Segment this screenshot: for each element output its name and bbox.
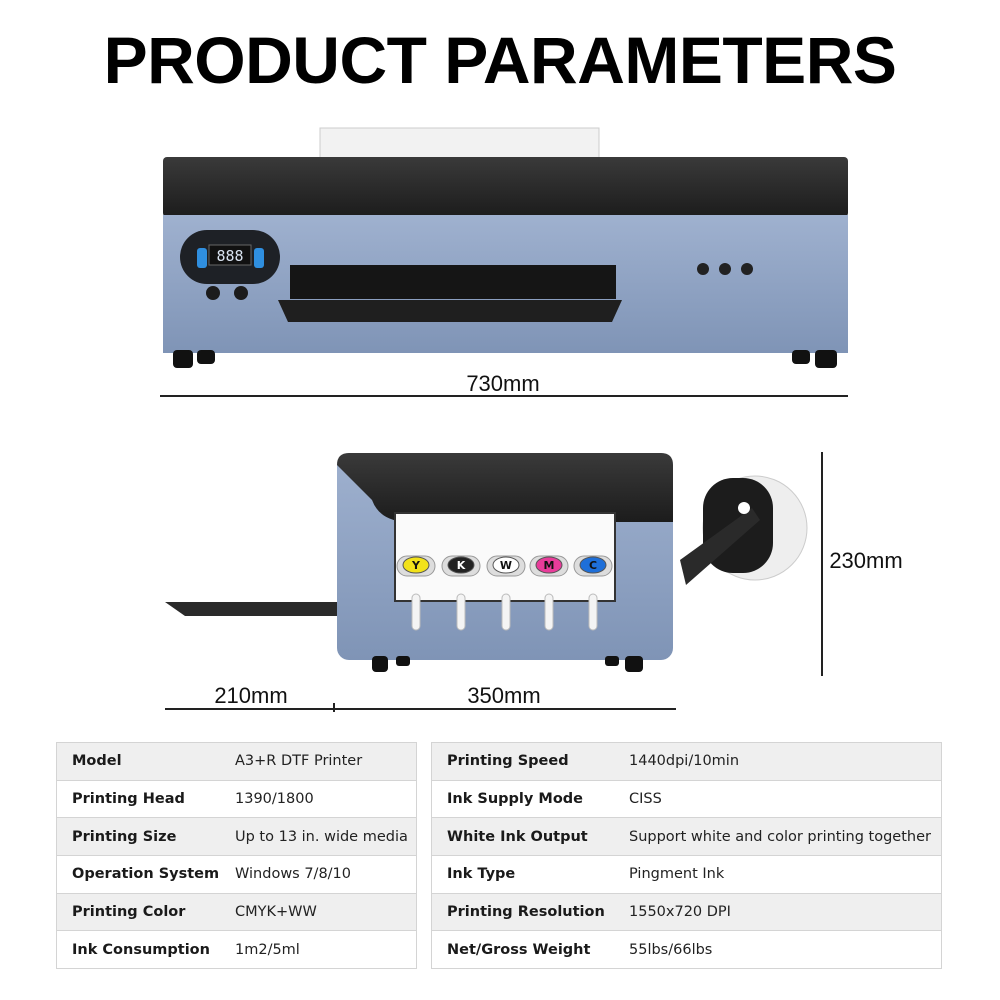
spec-value: A3+R DTF Printer — [220, 742, 417, 781]
side-top-cover — [337, 453, 673, 522]
ink-cap-c: C — [573, 555, 613, 631]
foot — [197, 350, 215, 364]
output-tray — [278, 300, 622, 322]
spec-label: Printing Head — [56, 779, 220, 818]
spec-value: Pingment Ink — [614, 855, 942, 894]
spec-value: 1440dpi/10min — [614, 742, 942, 781]
ink-cap-letter: Y — [411, 559, 421, 572]
power-button-icon[interactable] — [697, 263, 709, 275]
spec-label: Printing Resolution — [431, 892, 614, 931]
width-label: 730mm — [466, 371, 539, 396]
down-button-icon[interactable] — [206, 286, 220, 300]
ink-cap-w: W — [486, 555, 526, 631]
ink-cap-k: K — [441, 555, 481, 631]
printer-front-view: 888 730mm — [160, 127, 848, 397]
printer-side-view: Y K W M C 230mm 210mm 350mm — [165, 452, 903, 712]
spec-label: Printing Color — [56, 892, 220, 931]
spec-label: Ink Consumption — [56, 930, 220, 969]
top-cover — [163, 157, 848, 217]
spec-value: Windows 7/8/10 — [220, 855, 417, 894]
temperature-readout: 888 — [216, 247, 243, 265]
spec-value: CISS — [614, 779, 942, 818]
foot — [173, 350, 193, 368]
spec-label: White Ink Output — [431, 817, 614, 856]
up-button-icon[interactable] — [234, 286, 248, 300]
spec-value: 1390/1800 — [220, 779, 417, 818]
foot — [815, 350, 837, 368]
spec-label: Ink Type — [431, 855, 614, 894]
spec-label: Ink Supply Mode — [431, 779, 614, 818]
control-button-icon[interactable] — [719, 263, 731, 275]
spec-value: Up to 13 in. wide media — [220, 817, 417, 856]
spec-value: 55lbs/66lbs — [614, 930, 942, 969]
spec-label: Operation System — [56, 855, 220, 894]
spec-label: Net/Gross Weight — [431, 930, 614, 969]
ink-cap-letter: W — [500, 559, 512, 572]
spec-value: CMYK+WW — [220, 892, 417, 931]
spec-value: Support white and color printing togethe… — [614, 817, 942, 856]
tray-depth-label: 210mm — [214, 683, 287, 708]
control-button-icon[interactable] — [741, 263, 753, 275]
spec-value: 1550x720 DPI — [614, 892, 942, 931]
spec-label: Printing Size — [56, 817, 220, 856]
printer-illustrations: 888 730mm Y K W M C 230mm 210mm 350mm — [160, 127, 903, 712]
ink-cap-letter: M — [544, 559, 555, 572]
foot — [792, 350, 810, 364]
ink-cap-m: M — [529, 555, 569, 631]
thermostat-display: 888 — [180, 230, 280, 284]
ink-cap-letter: C — [589, 559, 597, 572]
down-arrow-key[interactable] — [197, 248, 207, 268]
spec-label: Model — [56, 742, 220, 781]
feed-tray — [165, 602, 337, 616]
page-title: PRODUCT PARAMETERS — [103, 23, 897, 97]
paper-slot — [290, 265, 616, 299]
body-depth-label: 350mm — [467, 683, 540, 708]
roll-arm — [680, 508, 760, 585]
height-label: 230mm — [829, 548, 902, 573]
film-roll — [319, 127, 600, 161]
ink-cap-letter: K — [457, 559, 466, 572]
spec-label: Printing Speed — [431, 742, 614, 781]
spec-value: 1m2/5ml — [220, 930, 417, 969]
ink-cap-y: Y — [396, 555, 436, 631]
up-arrow-key[interactable] — [254, 248, 264, 268]
